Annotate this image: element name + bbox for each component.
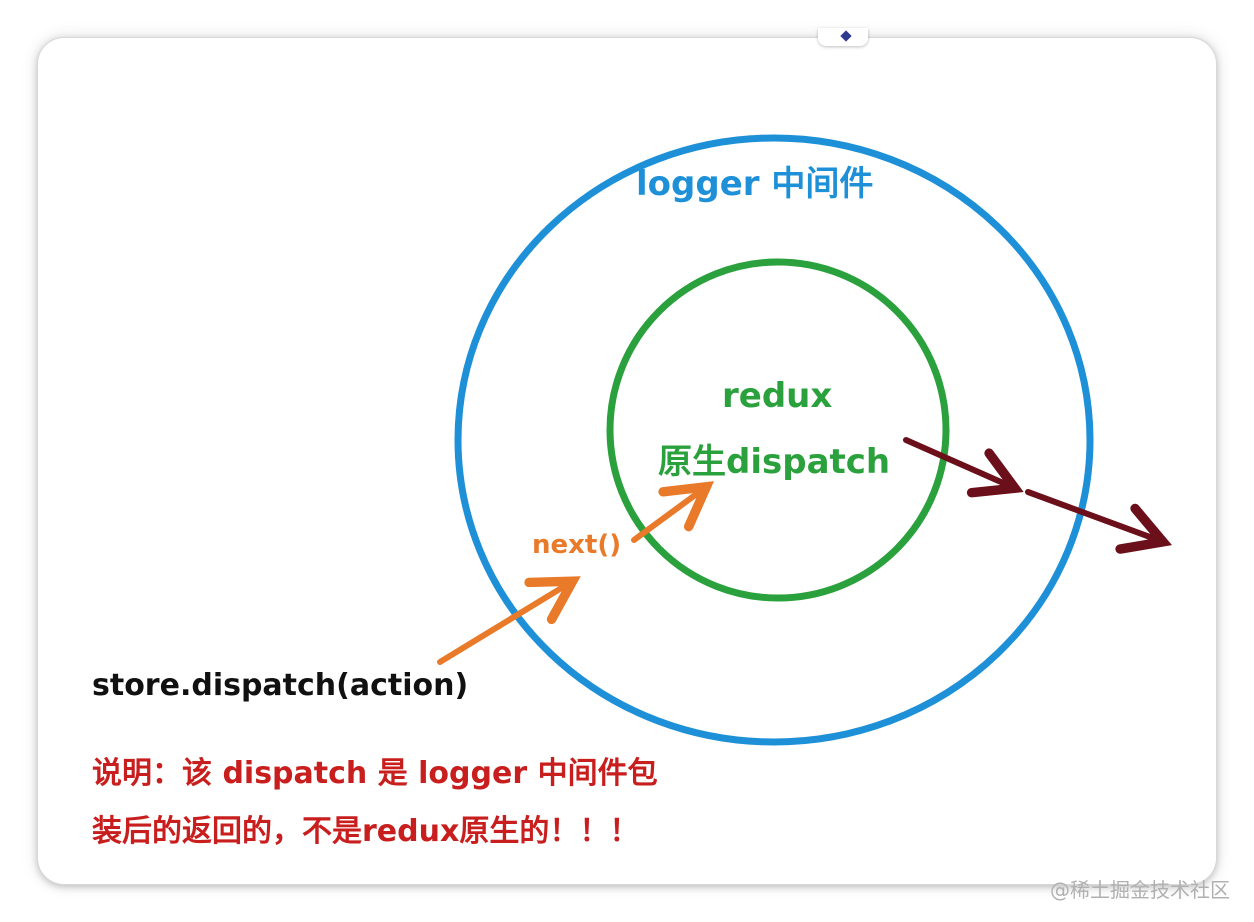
window-tab-icon (818, 28, 868, 46)
store-dispatch-label: store.dispatch(action) (92, 668, 469, 703)
redux-dispatch-circle (606, 258, 950, 602)
logger-middleware-label: logger 中间件 (636, 164, 874, 204)
next-label: next() (532, 530, 622, 560)
note-line-2: 装后的返回的，不是redux原生的！！！ (92, 814, 640, 849)
note-line-1: 说明：该 dispatch 是 logger 中间件包 (92, 756, 658, 791)
next-to-redux-arrow (631, 481, 715, 543)
dispatch-to-next-arrow (437, 576, 581, 665)
logger-exit-arrow (1025, 489, 1172, 554)
redux-exit-arrow (903, 437, 1024, 498)
logger-middleware-circle (454, 134, 1094, 746)
watermark: @稀土掘金技术社区 (1050, 878, 1230, 902)
native-dispatch-label: 原生dispatch (658, 442, 891, 482)
redux-label: redux (722, 376, 833, 416)
